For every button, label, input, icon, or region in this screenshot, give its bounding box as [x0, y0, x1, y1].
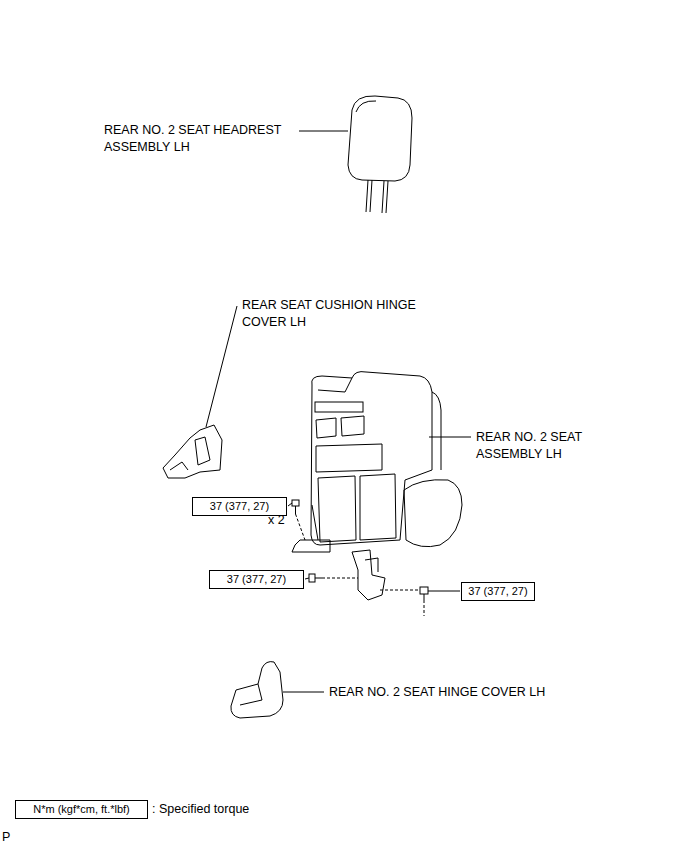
hinge-cover-drawing: [231, 662, 283, 718]
part-name: REAR SEAT CUSHION HINGE COVER LH: [242, 297, 442, 331]
leader-line: [429, 437, 471, 438]
leader-line: [288, 503, 292, 506]
torque-box: 37 (377, 27): [192, 497, 287, 516]
leader-line: [206, 306, 237, 427]
part-name: REAR NO. 2 SEAT ASSEMBLY LH: [476, 429, 596, 463]
hinge-cover-drawing: [163, 425, 222, 478]
leader-line: [283, 692, 324, 693]
part-name: REAR NO. 2 SEAT HEADREST ASSEMBLY LH: [104, 122, 300, 156]
leader-line: [305, 578, 309, 579]
legend-note: : Specified torque: [152, 801, 302, 818]
bolt-symbol: [292, 500, 428, 616]
torque-value: N*m (kgf*cm, ft.*lbf): [33, 803, 130, 815]
torque-box: 37 (377, 27): [461, 582, 535, 601]
part-name: REAR NO. 2 SEAT HINGE COVER LH: [329, 684, 589, 701]
leader-line: [428, 591, 460, 592]
torque-value: 37 (377, 27): [227, 573, 286, 585]
seat-assembly-drawing: [292, 372, 462, 600]
torque-value: 37 (377, 27): [468, 585, 527, 597]
headrest-drawing: [348, 96, 412, 213]
torque-box: 37 (377, 27): [209, 570, 304, 589]
page-mark: P: [2, 829, 22, 846]
torque-legend-box: N*m (kgf*cm, ft.*lbf): [15, 800, 148, 819]
torque-value: 37 (377, 27): [210, 500, 269, 512]
leader-line: [299, 131, 348, 132]
